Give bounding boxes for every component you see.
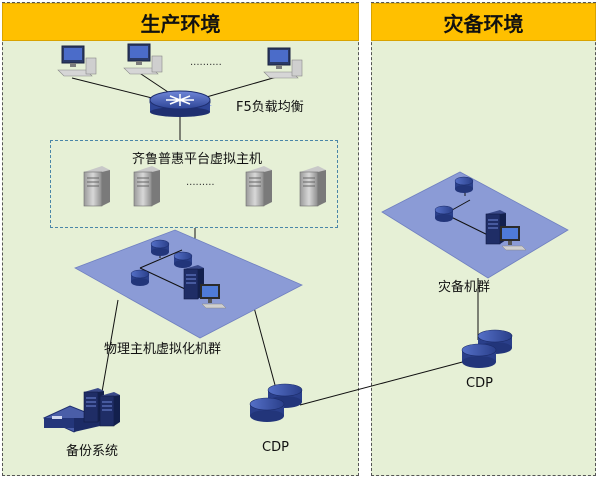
cdp-production-label: CDP bbox=[262, 440, 289, 455]
client-computer-icon bbox=[57, 45, 97, 77]
dr-cluster-platform bbox=[381, 171, 569, 279]
dr-cluster-label: 灾备机群 bbox=[438, 280, 491, 295]
physical-cluster-platform bbox=[74, 229, 303, 339]
network-links bbox=[71, 71, 471, 406]
router-icon bbox=[148, 90, 212, 117]
cdp-dr-disk-icon bbox=[461, 329, 513, 369]
production-environment-panel: 生产环境 bbox=[2, 2, 359, 476]
production-environment-title: 生产环境 bbox=[2, 3, 359, 41]
virtual-server-icon bbox=[245, 165, 273, 207]
virtual-server-icon bbox=[83, 165, 111, 207]
backup-appliance-icon bbox=[42, 387, 121, 433]
backup-system-label: 备份系统 bbox=[66, 444, 119, 459]
load-balancer-label: F5负载均衡 bbox=[236, 100, 304, 115]
physical-cluster-label: 物理主机虚拟化机群 bbox=[104, 342, 222, 357]
dr-environment-title: 灾备环境 bbox=[371, 3, 596, 41]
client-computer-icon bbox=[123, 43, 163, 75]
virtual-host-group-box bbox=[50, 140, 338, 228]
virtual-server-icon bbox=[299, 165, 327, 207]
ellipsis-dots: ········· bbox=[186, 180, 215, 191]
virtual-server-icon bbox=[133, 165, 161, 207]
cdp-dr-label: CDP bbox=[466, 376, 493, 391]
client-computer-icon bbox=[263, 47, 303, 79]
cdp-production-disk-icon bbox=[249, 383, 303, 423]
virtual-host-group-label: 齐鲁普惠平台虚拟主机 bbox=[132, 152, 263, 167]
ellipsis-dots: ·········· bbox=[190, 60, 222, 71]
